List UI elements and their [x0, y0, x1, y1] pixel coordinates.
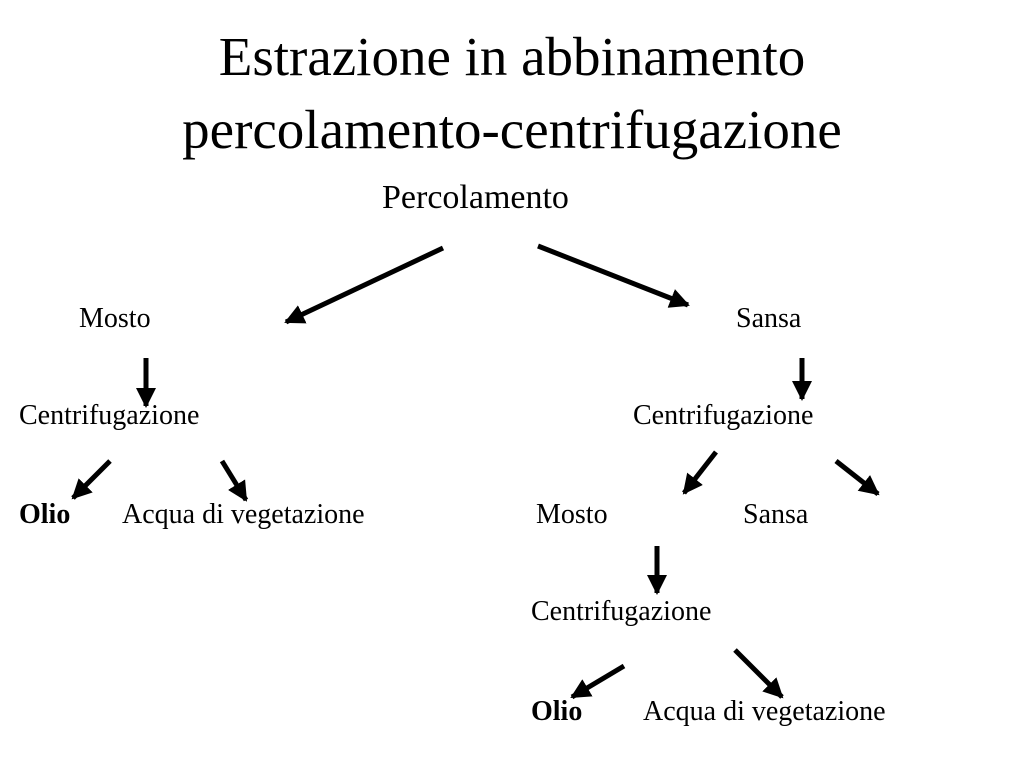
arrow-left-centrifugazione-to-olio — [71, 459, 112, 500]
node-right-sansa-2: Sansa — [743, 499, 809, 530]
title-line-1: Estrazione in abbinamento — [218, 26, 806, 87]
node-left-olio: Olio — [19, 499, 71, 530]
arrow-percolamento-to-mosto — [284, 245, 445, 325]
node-right-centrifugazione: Centrifugazione — [633, 400, 814, 431]
node-right-mosto: Mosto — [536, 499, 608, 530]
arrow-bottom-centrifugazione-to-acqua — [733, 648, 784, 699]
title-line-2: percolamento-centrifugazione — [182, 99, 842, 160]
node-percolamento: Percolamento — [382, 179, 569, 216]
arrow-right-centrifugazione-to-mosto — [682, 450, 718, 495]
arrow-left-centrifugazione-to-acqua — [219, 459, 249, 502]
node-right-sansa: Sansa — [736, 303, 802, 334]
arrow-percolamento-to-sansa — [537, 243, 690, 308]
node-bottom-centrifugazione: Centrifugazione — [531, 596, 712, 627]
arrow-right-centrifugazione-to-sansa — [834, 459, 880, 496]
node-left-acqua-di-vegetazione: Acqua di vegetazione — [122, 499, 365, 530]
node-left-mosto: Mosto — [79, 303, 151, 334]
arrow-bottom-centrifugazione-to-olio — [570, 663, 626, 700]
node-bottom-acqua-di-vegetazione: Acqua di vegetazione — [643, 696, 886, 727]
node-bottom-olio: Olio — [531, 696, 583, 727]
node-left-centrifugazione: Centrifugazione — [19, 400, 200, 431]
